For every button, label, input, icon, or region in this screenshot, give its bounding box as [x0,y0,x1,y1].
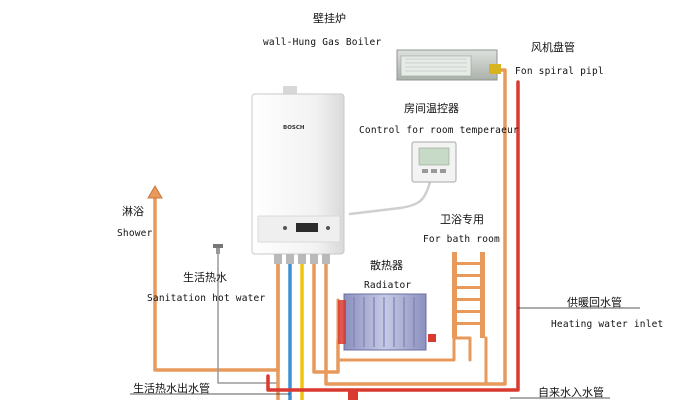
bath-label-en: For bath room [423,234,500,245]
thermostat-label-en: Control for room temperaeur [359,125,519,136]
hot-outlet-label-cn: 生活热水出水管 [133,382,210,395]
bath-rail-supply-pipe [452,336,472,362]
fan-coil-unit [396,49,501,81]
heating-inlet-label-cn: 供暖回水管 [567,296,622,309]
heating-return-pipe [324,68,507,386]
fan-coil-label-en: Fon spiral pipl [515,66,604,77]
radiator-label-cn: 散热器 [370,259,403,272]
gas-boiler: BOSCH [251,86,345,264]
radiator [338,293,436,351]
bath-label-cn: 卫浴专用 [440,213,484,226]
inlet-valve [348,390,358,400]
boiler-label-cn: 壁挂炉 [313,12,346,25]
thermostat-cable [348,180,432,216]
leader-lines [130,307,640,399]
boiler-brand: BOSCH [283,125,305,131]
sanitation-tap-pipe [217,249,279,384]
water-inlet-label-cn: 自来水入水管 [538,386,604,399]
thermostat-label-cn: 房间温控器 [404,102,459,115]
bath-towel-rail [452,252,485,338]
pipe-network [153,68,520,400]
heating-supply-pipe [266,80,520,392]
heating-inlet-label-en: Heating water inlet [551,319,664,330]
shower-label-cn: 淋浴 [122,205,144,218]
shower-head [147,185,163,199]
room-thermostat [411,141,457,183]
sanitation-tap [213,244,223,254]
shower-label-en: Shower [117,228,153,239]
sanitation-label-cn: 生活热水 [183,271,227,284]
radiator-label-en: Radiator [364,280,412,291]
fan-coil-label-cn: 风机盘管 [531,41,575,54]
sanitation-label-en: Sanitation hot water [147,293,266,304]
boiler-label-en: wall-Hung Gas Boiler [263,37,382,48]
